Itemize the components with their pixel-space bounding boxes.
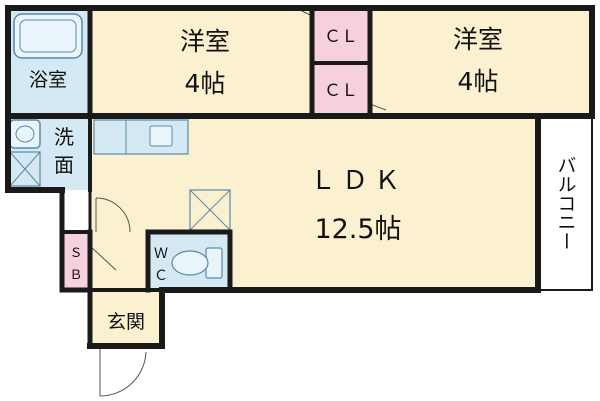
entrance-label: 玄関 [107,311,145,333]
basin-bowl-icon [15,125,35,143]
walls [5,5,595,349]
toilet-bowl-icon [171,250,209,276]
hallway [90,190,148,290]
washroom-label-top: 洗 [54,125,74,149]
ldk-name: ＬＤＫ [310,166,406,196]
western-room-right-name: 洋室 [453,25,503,54]
western-room-left [90,8,312,116]
kitchen-counter-icon [93,119,189,155]
storage-box-label-top: Ｓ [69,246,82,261]
fridge-cross-icon-b [189,189,231,231]
toilet-label-bottom: Ｃ [154,268,168,284]
bathtub-icon [13,13,83,59]
balcony [538,116,592,290]
closet-lower-label: ＣＬ [324,81,358,101]
entrance-door-swing [99,346,147,397]
sb-door-swing [89,245,117,271]
ldk-size: 12.5帖 [314,214,401,245]
western-room-left-name: 洋室 [180,27,230,56]
storage-box [62,232,90,290]
hall-door-swing [95,197,131,233]
closet-upper-label: ＣＬ [324,27,358,47]
closet-upper [312,8,370,63]
kitchen-sink-icon [149,125,173,147]
toilet-label-top: Ｗ [154,246,168,262]
western-room-left-size: 4帖 [185,69,226,98]
washer-cross-icon-b [9,151,41,187]
bathtub-inner-icon [19,19,77,53]
washroom-label-bottom: 面 [54,153,74,177]
entrance [90,290,162,346]
balcony-label: バルコニー [555,156,577,251]
western-room-right [370,8,592,116]
closet-lower [312,63,370,116]
western-room-right-size: 4帖 [458,67,499,96]
bathroom-label: 浴室 [29,69,67,91]
washbasin-icon [9,119,41,149]
storage-box-label-bottom: Ｂ [69,268,82,283]
closet-door-mark-lower [369,103,387,111]
